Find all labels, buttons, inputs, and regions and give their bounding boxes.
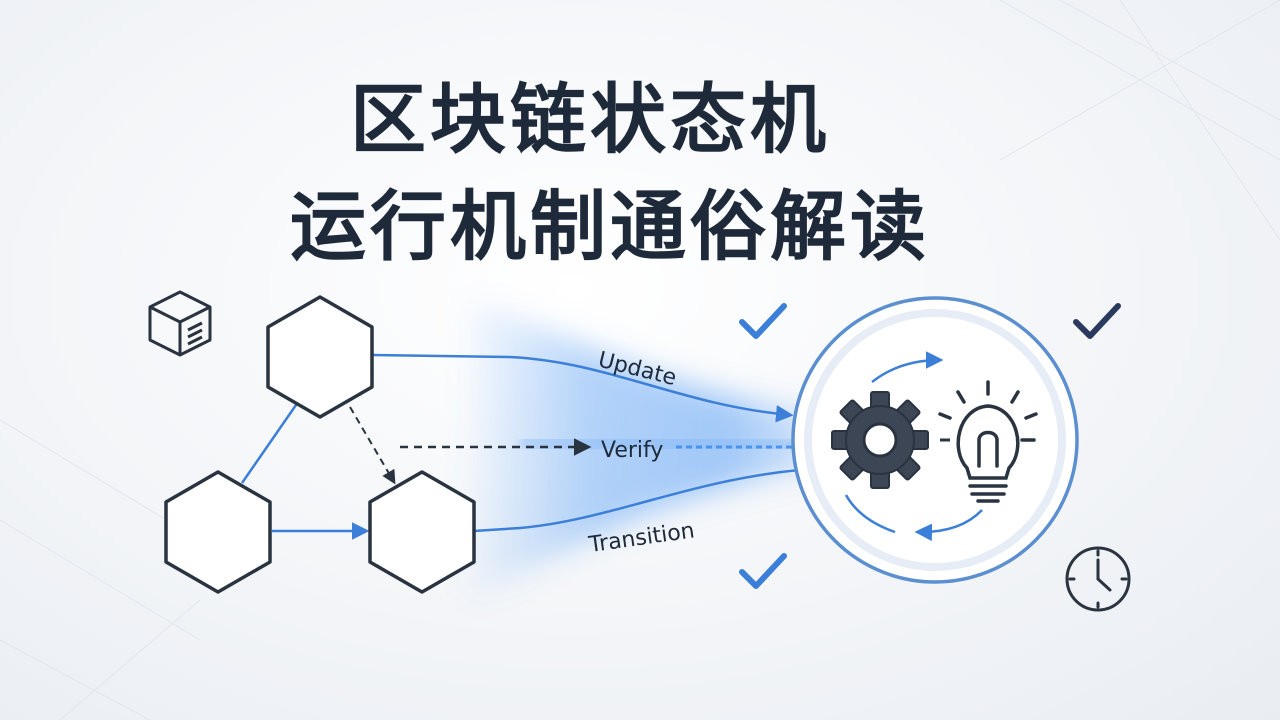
hexagon-node-left <box>164 470 272 594</box>
state-machine-circle <box>791 296 1079 584</box>
flow-lines <box>371 353 801 533</box>
checkmark-icon <box>739 553 787 589</box>
gear-icon <box>831 391 929 489</box>
cycle-arrow-top-icon <box>871 351 944 383</box>
hexagon-network <box>164 295 476 594</box>
hexagon-node-right <box>368 470 476 594</box>
flow-label-verify: Verify <box>601 438 663 463</box>
update-flow-line <box>371 353 794 423</box>
title-line-2: 运行机制通俗解读 <box>290 182 930 271</box>
checkmark-icon <box>1073 303 1121 339</box>
clock-icon <box>1065 546 1131 612</box>
hexagon-node-top <box>266 295 374 419</box>
checkmark-icon <box>739 303 787 339</box>
block-cube-icon <box>148 290 212 357</box>
cycle-arrow-bottom-icon <box>914 509 983 542</box>
title-line-1: 区块链状态机 <box>350 75 830 164</box>
lightbulb-icon <box>938 380 1038 503</box>
transition-flow-line <box>473 468 801 533</box>
